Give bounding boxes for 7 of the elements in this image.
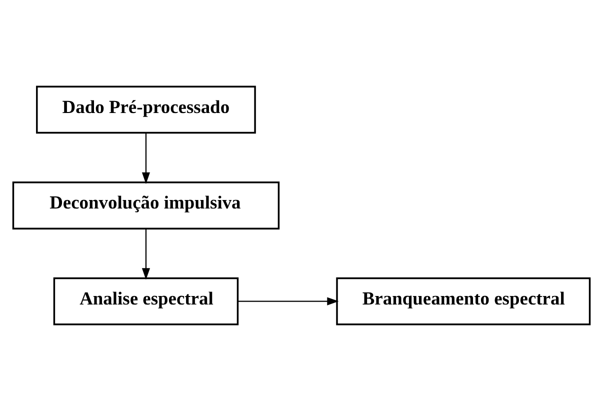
node-box: Deconvolução impulsiva	[12, 181, 280, 229]
arrow	[238, 296, 339, 305]
node-box: Analise espectral	[53, 276, 239, 325]
arrow	[142, 228, 150, 280]
node-box: Dado Pré-processado	[36, 85, 256, 134]
node-box: Branqueamento espectral	[336, 276, 591, 325]
arrow	[142, 132, 150, 184]
